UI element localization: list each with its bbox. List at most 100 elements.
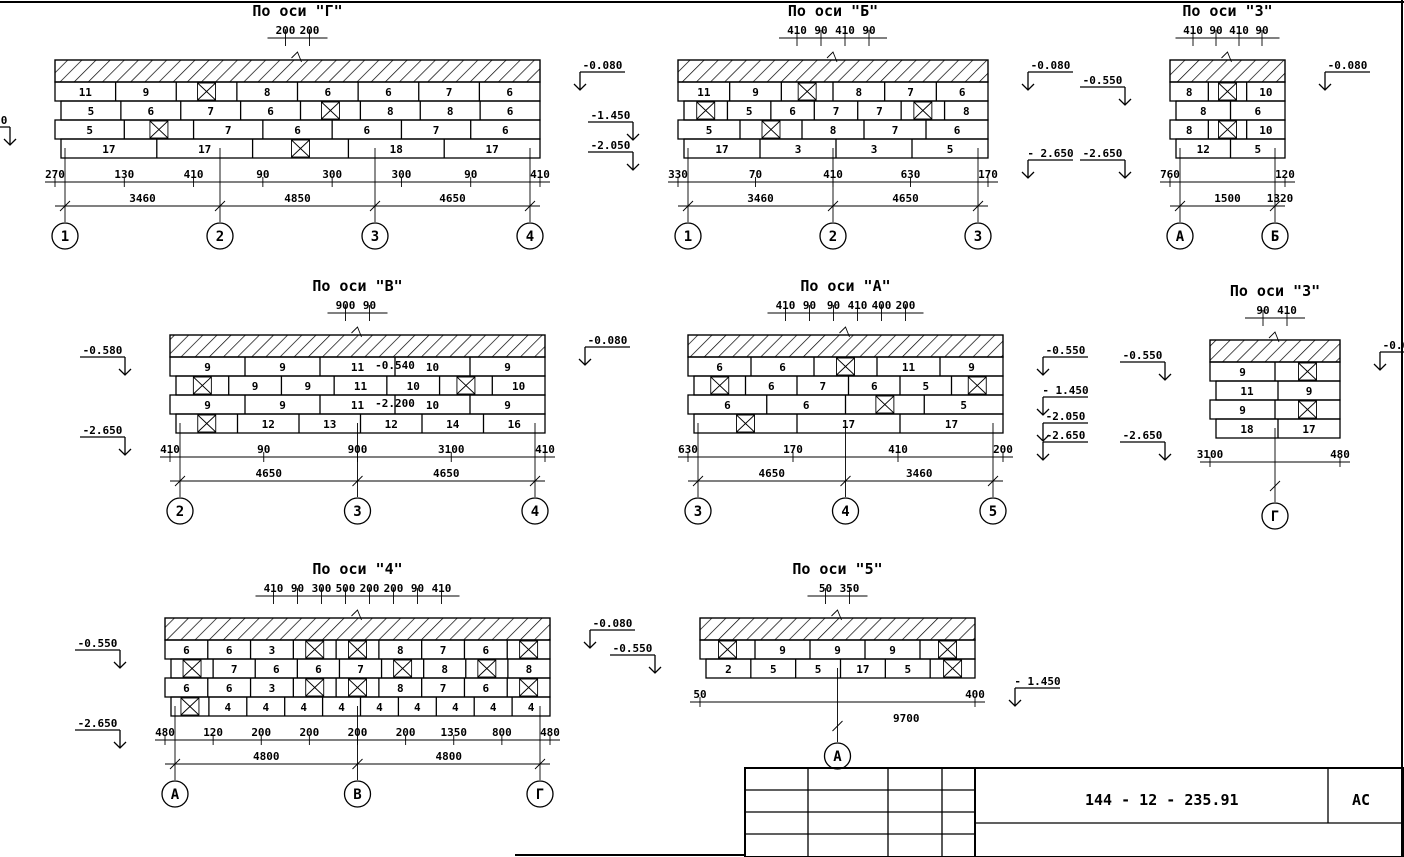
top-dim-value: 90 (803, 299, 816, 312)
axis-bubble (361, 222, 389, 250)
block-number: 5 (815, 663, 822, 676)
top-dim-value: 90 (814, 24, 827, 37)
span-dim-tick (972, 200, 984, 212)
level-label: -0.550 (78, 637, 118, 650)
axis-label: 1 (684, 229, 692, 245)
block-number: 6 (768, 380, 775, 393)
block-number: 6 (716, 361, 723, 374)
block-number: 8 (264, 86, 271, 99)
top-dim-value: 200 (384, 582, 404, 595)
block-number: 5 (746, 105, 753, 118)
block-number: 9 (304, 380, 311, 393)
top-dim-value: 410 (848, 299, 868, 312)
axis-label: 1 (61, 229, 69, 245)
cross-block-icon (393, 659, 413, 678)
block-number: 6 (507, 105, 514, 118)
block-number: 8 (1186, 124, 1193, 137)
span-dim-tick (1174, 200, 1186, 212)
block-number: 7 (833, 105, 840, 118)
view-title: По оси "3" (1182, 2, 1272, 20)
axis-label: 3 (694, 504, 702, 520)
axis-label: 5 (989, 504, 997, 520)
block-number: 17 (198, 143, 211, 156)
block-number: 9 (143, 86, 150, 99)
level-arrow (1158, 453, 1172, 461)
axis-label: Г (1271, 509, 1279, 525)
span-dim-value: 4800 (436, 750, 463, 763)
cross-line (761, 120, 781, 139)
block-number: 6 (1254, 105, 1261, 118)
top-dim-value: 90 (1256, 304, 1269, 317)
axis-bubble (979, 497, 1007, 525)
span-dim-value: 3460 (906, 467, 933, 480)
block-number: 17 (102, 143, 115, 156)
cross-block-icon (913, 101, 933, 120)
cross-block-icon (967, 376, 987, 395)
cross-block-icon (519, 678, 539, 697)
detail-dim-value: 300 (322, 168, 342, 181)
block-number: 4 (528, 701, 535, 714)
level-label: -2.650 (1083, 147, 1123, 160)
level-arrow (573, 83, 587, 91)
detail-dim-value: 120 (1275, 168, 1295, 181)
block-number: 9 (504, 361, 511, 374)
cross-line (696, 101, 716, 120)
block-number: 17 (842, 418, 855, 431)
axis-bubble (831, 497, 860, 525)
detail-dim-value: 300 (391, 168, 411, 181)
block-number: 11 (351, 399, 365, 412)
block-number: 8 (1200, 105, 1207, 118)
level-arrow (1318, 83, 1332, 91)
block-number: 6 (315, 663, 322, 676)
axis-label: В (353, 787, 361, 803)
detail-dim-value: 120 (203, 726, 223, 739)
cross-line (197, 414, 217, 433)
opening-level-label: -0.540 (375, 359, 415, 372)
level-arrow (626, 163, 640, 171)
block-number: 5 (922, 380, 929, 393)
block-number: 3 (871, 143, 878, 156)
cross-line (519, 640, 538, 659)
cross-block-icon (192, 376, 212, 395)
block-number: 9 (779, 644, 786, 657)
block-number: 7 (907, 86, 914, 99)
cross-block-icon (305, 678, 325, 697)
block-number: 7 (892, 124, 899, 137)
block-number: 11 (902, 361, 916, 374)
top-dim-value: 90 (363, 299, 376, 312)
span-dim-tick (369, 200, 381, 212)
block-number: 9 (279, 361, 286, 374)
cross-block-icon (1298, 400, 1317, 419)
axis-label: 2 (176, 504, 184, 520)
opening-level-label: -2.200 (375, 397, 415, 410)
view-title: По оси "3" (1230, 282, 1320, 300)
block-number: 6 (724, 399, 731, 412)
axis-bubble (526, 780, 554, 808)
level-label: -2.650 (78, 717, 118, 730)
block-number: 6 (954, 124, 961, 137)
detail-dim-value: 170 (978, 168, 998, 181)
block-number: 9 (1239, 366, 1246, 379)
block-number: 5 (88, 105, 95, 118)
cross-line (393, 659, 412, 678)
axis-bubble (964, 222, 992, 250)
block-number: 6 (183, 644, 190, 657)
level-label: -2.650 (1046, 429, 1086, 442)
block-number: 18 (390, 143, 403, 156)
level-arrow (118, 368, 132, 376)
cross-block-icon (320, 101, 340, 120)
axis-bubble (1261, 222, 1289, 250)
cross-block-icon (182, 659, 202, 678)
cross-block-icon (836, 357, 855, 376)
block-number: 12 (1197, 143, 1210, 156)
span-dim-tick (534, 758, 546, 770)
block-number: 11 (79, 86, 93, 99)
cross-line (477, 659, 497, 678)
view-title: По оси "5" (792, 560, 882, 578)
axis-label: 3 (974, 229, 982, 245)
cross-block-icon (477, 659, 497, 678)
block-number: 8 (441, 663, 448, 676)
block-number: 4 (490, 701, 497, 714)
